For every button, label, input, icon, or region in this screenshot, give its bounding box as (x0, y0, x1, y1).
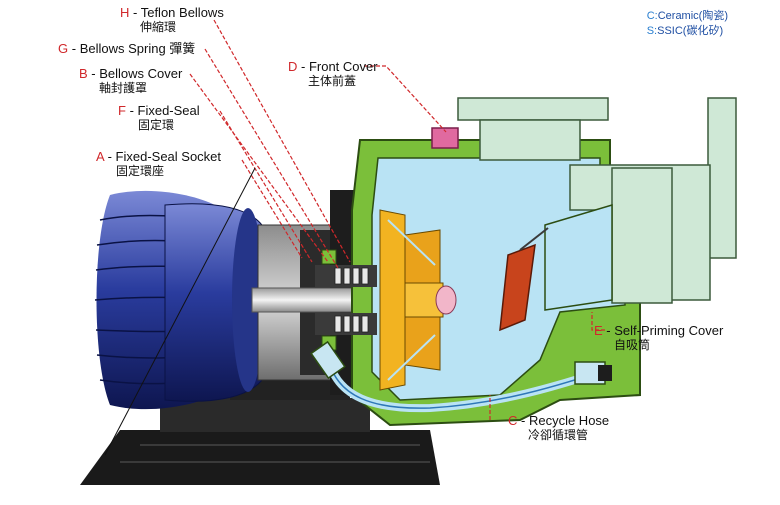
label-recycle-hose: C - Recycle Hose 冷卻循環管 (508, 413, 610, 442)
impeller (379, 209, 457, 391)
text-bellows-spring: Bellows Spring 彈簧 (79, 41, 196, 56)
label-bellows-spring: G - Bellows Spring 彈簧 (58, 41, 196, 56)
text-teflon-bellows: Teflon Bellows (140, 5, 224, 20)
text-fixed-seal-zh: 固定環 (138, 118, 175, 132)
material-legend: C:Ceramic(陶瓷) S:SSIC(碳化矽) (647, 9, 728, 39)
flanges (457, 97, 737, 304)
label-teflon-bellows: H - Teflon Bellows 伸縮環 (120, 5, 224, 34)
letter-e: E (594, 323, 603, 338)
legend-ceramic-text: Ceramic(陶瓷) (657, 10, 728, 22)
text-bellows-cover-zh: 軸封護罩 (99, 81, 148, 95)
letter-b: B (79, 66, 88, 81)
label-self-priming-cover: E - Self-Priming Cover 自吸筒 (594, 323, 724, 352)
text-recycle-hose: Recycle Hose (528, 413, 610, 428)
label-front-cover: D - Front Cover 主体前蓋 (288, 59, 378, 88)
text-fixed-seal-socket: Fixed-Seal Socket (115, 149, 222, 164)
legend-ssic: S:SSIC(碳化矽) (647, 24, 728, 39)
text-recycle-hose-zh: 冷卻循環管 (528, 428, 589, 442)
legend-ssic-key: S: (646, 25, 658, 37)
label-fixed-seal: F - Fixed-Seal 固定環 (118, 103, 200, 132)
recycle-hose (310, 340, 612, 413)
legend-ceramic: C:Ceramic(陶瓷) (647, 9, 728, 24)
top-plug (431, 127, 459, 149)
socket-pointer (104, 167, 256, 456)
text-self-priming-cover-zh: 自吸筒 (614, 338, 651, 352)
text-fixed-seal-socket-zh: 固定環座 (116, 164, 165, 178)
text-front-cover: Front Cover (308, 59, 378, 74)
letter-c: C (508, 413, 518, 428)
letter-d: D (288, 59, 298, 74)
self-priming-chamber (544, 203, 613, 311)
text-self-priming-cover: Self-Priming Cover (614, 323, 724, 338)
text-bellows-cover: Bellows Cover (99, 66, 183, 81)
label-bellows-cover: B - Bellows Cover 軸封護罩 (79, 66, 183, 95)
text-fixed-seal: Fixed-Seal (137, 103, 200, 118)
text-teflon-bellows-zh: 伸縮環 (140, 20, 177, 34)
motor (94, 190, 264, 410)
letter-f: F (118, 103, 126, 118)
text-front-cover-zh: 主体前蓋 (308, 74, 357, 88)
letter-g: G (58, 41, 69, 56)
label-fixed-seal-socket: A - Fixed-Seal Socket 固定環座 (96, 149, 222, 178)
legend-ssic-text: SSIC(碳化矽) (657, 25, 724, 37)
leader-lines (189, 19, 605, 420)
seal-assembly (315, 249, 377, 351)
letter-a: A (96, 149, 104, 164)
check-valve-flap (499, 243, 536, 332)
legend-ceramic-key: C: (646, 10, 658, 22)
letter-h: H (120, 5, 130, 20)
